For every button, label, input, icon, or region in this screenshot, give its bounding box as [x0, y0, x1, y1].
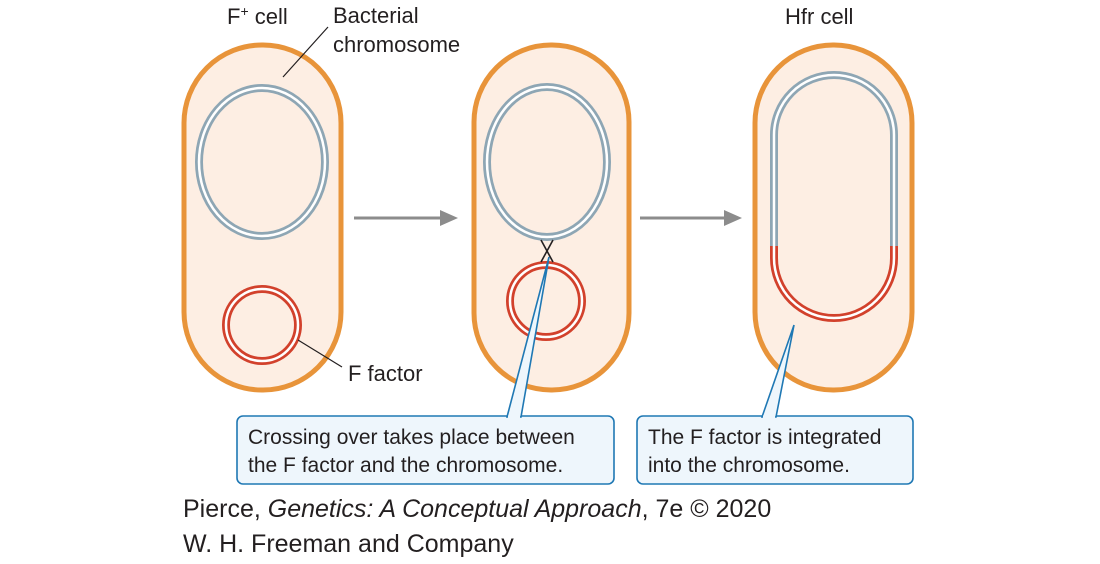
bacterial-chromosome-label-line2: chromosome: [333, 32, 460, 57]
credit-author: Pierce,: [183, 495, 268, 523]
arrow-1: [354, 210, 458, 226]
cell-1-chromosome: [195, 84, 329, 240]
crossover-mark: [540, 239, 554, 263]
f-factor-label: F factor: [348, 361, 423, 386]
credit-line-1: Pierce, Genetics: A Conceptual Approach,…: [183, 495, 771, 524]
crossing-over-cell: [471, 42, 632, 393]
cell-2-f-factor: [506, 261, 586, 341]
callout-crossing-over: Crossing over takes place between the F …: [236, 256, 615, 485]
callout-1-line2: the F factor and the chromosome.: [248, 454, 563, 477]
hfr-cell: [752, 42, 915, 393]
hfr-cell-label: Hfr cell: [785, 4, 853, 29]
arrow-2: [640, 210, 742, 226]
callout-2-line1: The F factor is integrated: [648, 426, 881, 449]
credit-title: Genetics: A Conceptual Approach: [267, 495, 642, 523]
bacterial-chromosome-label-line1: Bacterial: [333, 3, 419, 28]
cell-2-chromosome: [483, 83, 611, 241]
f-plus-cell-label: F+ cell: [227, 3, 288, 29]
cell-1-wall: [181, 42, 344, 393]
callout-integrated: The F factor is integrated into the chro…: [636, 324, 914, 485]
credit-edition: , 7e © 2020: [641, 495, 772, 523]
cell-1-f-factor: [222, 285, 302, 365]
f-plus-cell: [181, 42, 344, 393]
callout-1-line1: Crossing over takes place between: [248, 426, 575, 449]
f-factor-leader: [297, 339, 343, 368]
credit-line-2: W. H. Freeman and Company: [183, 530, 514, 558]
cell-3-wall: [752, 42, 915, 393]
bacterial-chromosome-leader: [282, 26, 329, 78]
callout-2-line2: into the chromosome.: [648, 454, 850, 477]
hfr-integrated-chromosome: [770, 71, 898, 322]
